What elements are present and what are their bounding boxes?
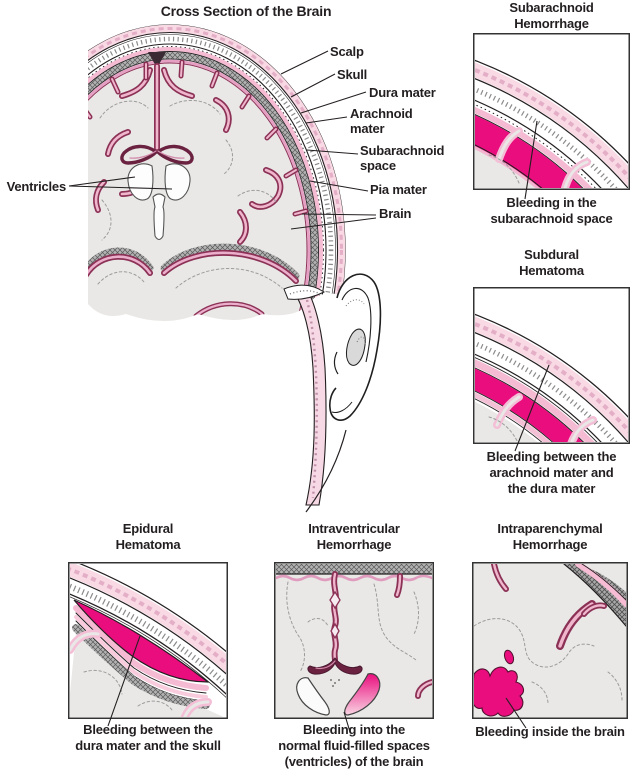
cortical-stubs — [88, 59, 309, 217]
panel-title-subarachnoid-hemorrhage: Subarachnoid Hemorrhage — [509, 0, 594, 31]
label-scalp: Scalp — [330, 44, 364, 59]
label-dura-mater: Dura mater — [369, 85, 436, 100]
caption-pointer — [505, 697, 527, 729]
label-ventricles: Ventricles — [6, 179, 67, 194]
label-subarachnoid-space: Subarachnoid space — [360, 143, 445, 173]
panel-caption-intraventricular: Bleeding into the normal fluid-filled sp… — [278, 722, 430, 769]
lower-lobes — [88, 243, 300, 319]
subdural-hematoma-illustration — [473, 287, 630, 452]
caption-pointer — [343, 711, 351, 733]
panel-caption-subdural: Bleeding between the arachnoid mater and… — [486, 449, 617, 496]
caption-pointer — [524, 120, 538, 200]
main-title: Cross Section of the Brain — [160, 3, 332, 19]
panel-title-epidural-hematoma: Epidural Hematoma — [115, 521, 181, 552]
panel-caption-intraparenchymal: Bleeding inside the brain — [475, 724, 625, 739]
label-pointer-lines — [68, 50, 377, 230]
intraparenchymal-blood — [474, 666, 525, 717]
label-skull: Skull — [337, 67, 368, 82]
brain-interior — [88, 52, 309, 319]
subarachnoid-hemorrhage-illustration — [473, 33, 630, 200]
ventricles-shape — [127, 163, 191, 241]
gyri-folds — [93, 67, 284, 245]
intraventricular-blood — [344, 673, 381, 716]
panel-title-intraventricular-hemorrhage: Intraventricular Hemorrhage — [308, 521, 400, 552]
caption-pointer — [514, 364, 550, 452]
satellite-blood-spot — [503, 649, 515, 665]
panel-caption-epidural: Bleeding between the dura mater and the … — [75, 722, 221, 753]
epidural-blood — [73, 599, 210, 683]
label-arachnoid-mater: Arachnoid mater — [350, 106, 413, 136]
label-brain: Brain — [379, 206, 412, 221]
intraparenchymal-hemorrhage-illustration — [472, 562, 628, 729]
white-matter-contours — [97, 99, 283, 289]
epidural-hematoma-illustration — [68, 562, 228, 727]
ear — [329, 273, 382, 421]
panel-title-subdural-hematoma: Subdural Hematoma — [519, 247, 584, 278]
label-pia-mater: Pia mater — [370, 182, 427, 197]
intraventricular-hemorrhage-illustration — [274, 562, 434, 733]
panel-caption-subarachnoid: Bleeding in the subarachnoid space — [490, 195, 613, 226]
caption-pointer — [107, 635, 141, 727]
side-of-head — [283, 273, 382, 513]
jaw-line — [305, 429, 347, 513]
head-layers — [88, 24, 346, 321]
brain-cross-section-illustration — [68, 24, 382, 513]
panel-title-intraparenchymal-hemorrhage: Intraparenchymal Hemorrhage — [497, 521, 603, 552]
